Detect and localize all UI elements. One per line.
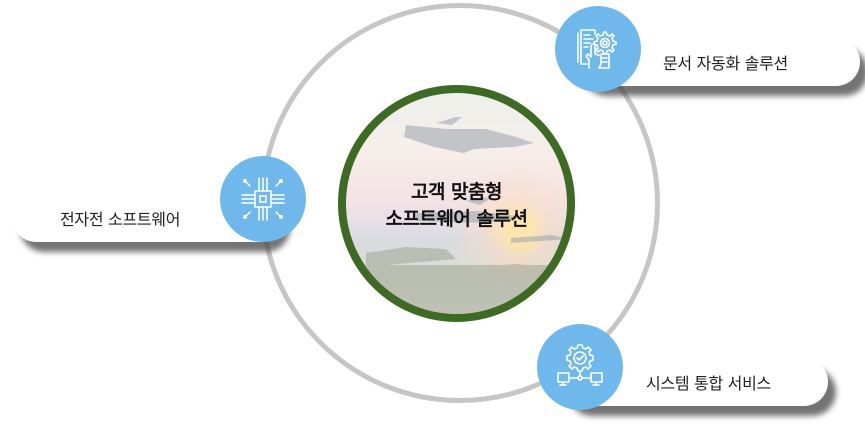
military-scene-image bbox=[346, 117, 567, 314]
circuit-chip-icon bbox=[220, 156, 306, 242]
item-label: 전자전 소프트웨어 bbox=[60, 210, 181, 229]
item-label: 문서 자동화 솔루션 bbox=[663, 54, 788, 73]
gear-network-computers-icon bbox=[537, 324, 623, 410]
document-gear-hand-icon bbox=[555, 6, 641, 92]
center-circle: 고객 맞춤형 소프트웨어 솔루션 bbox=[338, 85, 575, 322]
center-title-line2: 소프트웨어 솔루션 bbox=[385, 208, 528, 230]
center-title-line1: 고객 맞춤형 bbox=[410, 181, 503, 203]
item-label: 시스템 통합 서비스 bbox=[646, 374, 771, 393]
center-title: 고객 맞춤형 소프트웨어 솔루션 bbox=[346, 179, 567, 233]
